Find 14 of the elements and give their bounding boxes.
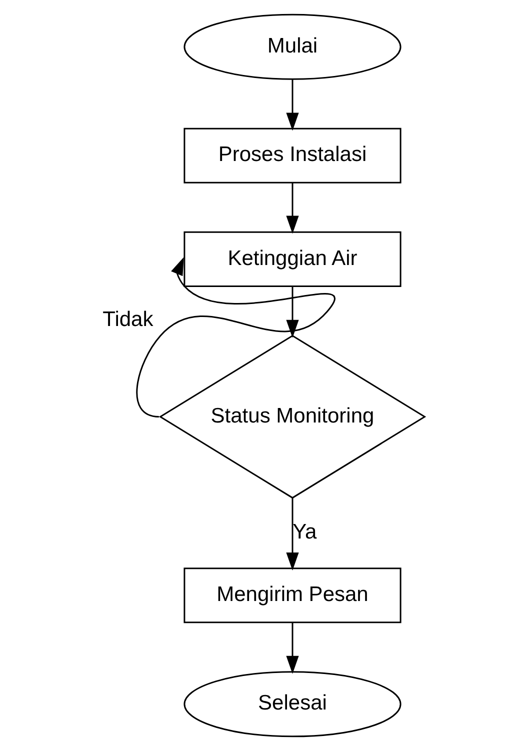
- node-diamond: Status Monitoring: [158, 334, 426, 499]
- node-ellipse: Selesai: [184, 671, 402, 738]
- arrow: [136, 257, 335, 418]
- node-ellipse: Mulai: [184, 14, 402, 80]
- arrow: [286, 622, 299, 674]
- node-box: Mengirim Pesan: [184, 568, 402, 624]
- arrow: [286, 183, 299, 234]
- edge-label: Tidak: [102, 308, 154, 331]
- node-box: Proses Instalasi: [184, 128, 402, 184]
- edge-label: Ya: [292, 520, 317, 544]
- node-box: Ketinggian Air: [184, 231, 402, 287]
- arrow: [286, 286, 299, 338]
- arrow: [286, 80, 299, 131]
- arrow: [286, 498, 299, 570]
